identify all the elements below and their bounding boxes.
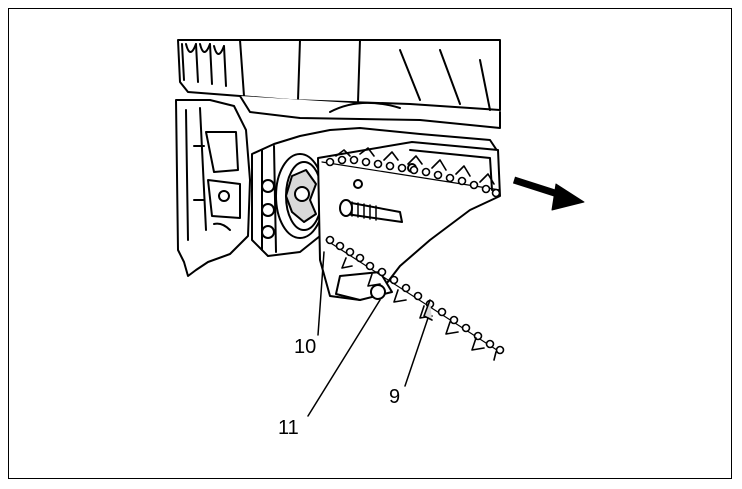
saw-chain-lower: [325, 235, 505, 361]
leader-line-11: [307, 299, 381, 417]
engine-housing: [177, 39, 501, 129]
leader-line-9: [404, 317, 429, 387]
tensioning-screw: [339, 199, 403, 223]
leader-lines: [307, 251, 429, 417]
callout-10: 10: [294, 336, 317, 358]
sprocket-drum: [275, 153, 345, 239]
callout-11: 11: [278, 417, 299, 439]
guide-bar: [317, 141, 501, 301]
leader-line-10: [317, 251, 325, 336]
left-frame: [175, 99, 251, 277]
arrow-right-icon: [512, 176, 585, 211]
saw-chain-upper: [321, 147, 501, 198]
callout-9: 9: [389, 386, 401, 408]
